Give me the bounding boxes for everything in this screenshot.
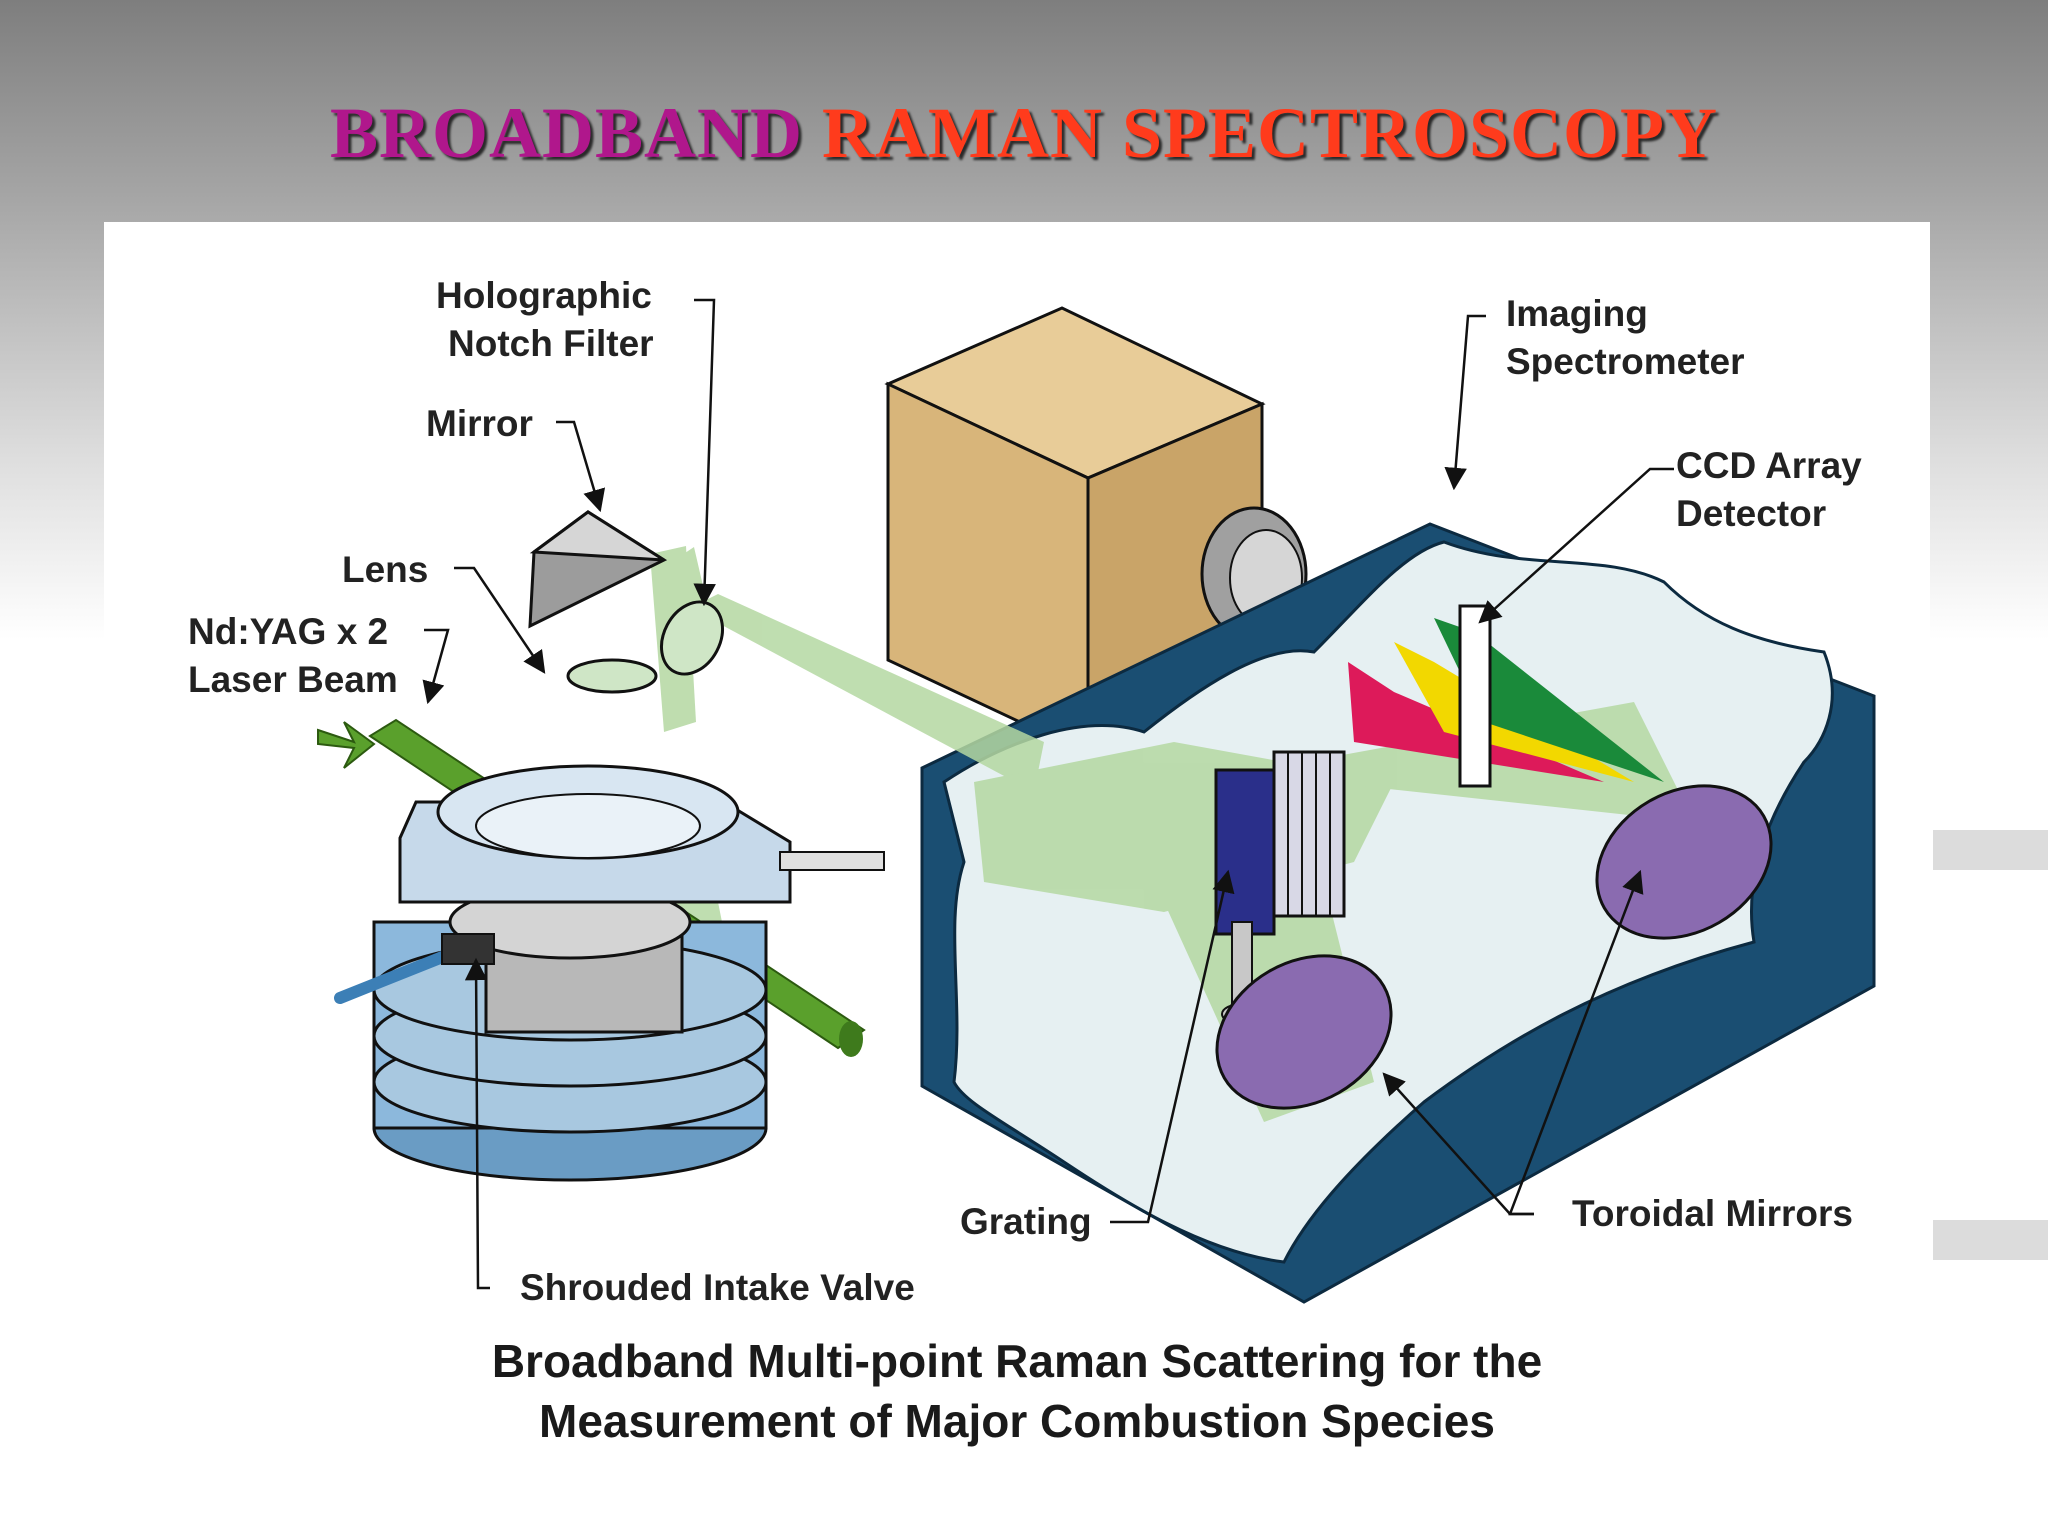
label-shrouded-intake-valve: Shrouded Intake Valve: [520, 1267, 915, 1308]
label-imaging-line2: Spectrometer: [1506, 341, 1745, 382]
spark-plug: [779, 851, 885, 871]
diagram-caption-line1: Broadband Multi-point Raman Scattering f…: [491, 1335, 1543, 1387]
label-ccd-line1: CCD Array: [1676, 445, 1862, 486]
title-raman-spectroscopy: RAMAN SPECTROSCOPY: [822, 93, 1719, 173]
label-toroidal-mirrors: Toroidal Mirrors: [1572, 1193, 1853, 1234]
slide-title: BROADBAND RAMAN SPECTROSCOPY: [0, 92, 2048, 175]
dispersed-spectrum: [1348, 604, 1664, 788]
label-holographic-line2: Notch Filter: [448, 323, 654, 364]
raman-setup-diagram: Holographic Notch Filter Mirror Lens Nd:…: [188, 275, 1876, 1308]
focusing-lens: [566, 658, 658, 694]
diagram-panel: Holographic Notch Filter Mirror Lens Nd:…: [104, 222, 1930, 1536]
toroidal-mirror-upper: [1595, 784, 1773, 940]
label-laser-line2: Laser Beam: [188, 659, 398, 700]
label-lens: Lens: [342, 549, 428, 590]
laser-arrow-icon: [317, 721, 376, 769]
title-broadband: BROADBAND: [329, 93, 803, 173]
leader-lines: [422, 298, 1674, 1290]
diagram-caption-line2: Measurement of Major Combustion Species: [539, 1395, 1495, 1447]
label-mirror: Mirror: [426, 403, 533, 444]
decorative-swoosh-lower: [1933, 1220, 2048, 1260]
engine-cylinder: [334, 764, 885, 1182]
label-holographic-line1: Holographic: [436, 275, 652, 316]
ccd-array-detector: [1458, 604, 1492, 788]
label-ccd-line2: Detector: [1676, 493, 1826, 534]
toroidal-mirror-lower: [1215, 954, 1393, 1110]
label-imaging-line1: Imaging: [1506, 293, 1648, 334]
label-laser-line1: Nd:YAG x 2: [188, 611, 388, 652]
mirror-prism: [528, 510, 668, 629]
label-grating: Grating: [960, 1201, 1092, 1242]
decorative-swoosh-upper: [1933, 830, 2048, 870]
